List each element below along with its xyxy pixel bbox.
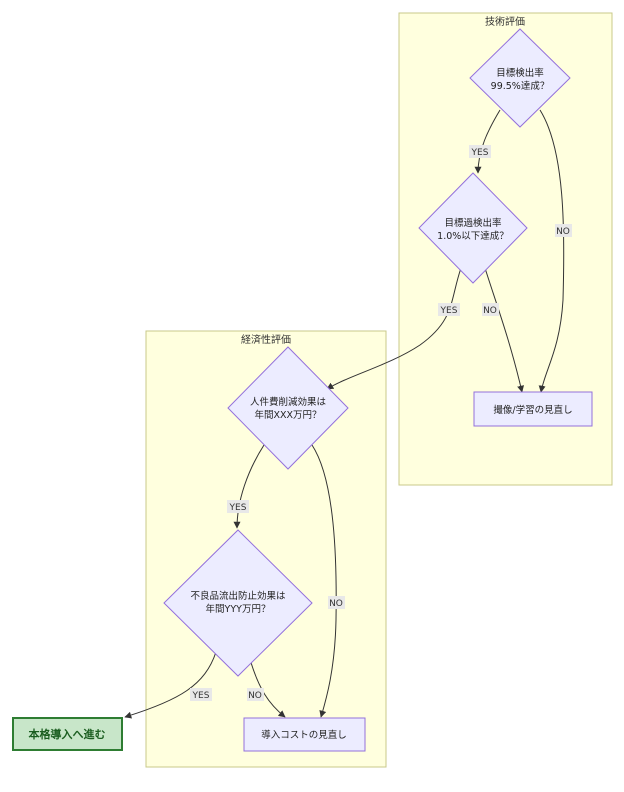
process-review-introduction-cost: 導入コストの見直し xyxy=(243,717,366,752)
edge-defect-to-proceed xyxy=(124,651,217,719)
edge-label-e1: YES xyxy=(469,145,491,158)
edge-detect-to-overdetect xyxy=(474,109,501,174)
svg-text:YES: YES xyxy=(471,148,489,158)
svg-text:本格導入へ進む: 本格導入へ進む xyxy=(29,727,106,741)
svg-text:99.5%達成？: 99.5%達成？ xyxy=(491,80,550,92)
decision-labor-cost-reduction: 人件費削減効果は 年間XXX万円？ xyxy=(227,346,349,470)
svg-text:目標過検出率: 目標過検出率 xyxy=(444,217,502,229)
svg-text:NO: NO xyxy=(248,691,262,701)
svg-text:YES: YES xyxy=(192,691,210,701)
svg-text:NO: NO xyxy=(483,306,497,316)
edge-label-e6: NO xyxy=(328,596,345,609)
svg-text:NO: NO xyxy=(556,227,570,237)
edge-label-e3: YES xyxy=(438,303,460,316)
terminal-proceed-full-introduction: 本格導入へ進む xyxy=(12,717,123,751)
svg-text:YES: YES xyxy=(229,503,247,513)
svg-text:不良品流出防止効果は: 不良品流出防止効果は xyxy=(190,590,286,602)
decision-defect-outflow-prevention: 不良品流出防止効果は 年間YYY万円？ xyxy=(163,529,313,677)
svg-text:YES: YES xyxy=(440,306,458,316)
svg-text:年間YYY万円？: 年間YYY万円？ xyxy=(206,603,271,615)
process-review-imaging-learning: 撮像/学習の見直し xyxy=(473,391,593,427)
edge-overdetect-to-review-imaging xyxy=(484,267,524,393)
cluster-technical-title: 技術評価 xyxy=(485,15,525,28)
decision-over-detection-rate: 目標過検出率 1.0%以下達成？ xyxy=(418,172,528,284)
edge-overdetect-to-labor xyxy=(326,267,462,390)
decision-detection-rate: 目標検出率 99.5%達成？ xyxy=(469,28,571,128)
edge-label-e4: NO xyxy=(482,303,499,316)
edge-label-e8: NO xyxy=(247,688,264,701)
svg-text:年間XXX万円？: 年間XXX万円？ xyxy=(254,409,321,421)
edge-detect-to-review-imaging xyxy=(538,109,565,393)
cluster-economic-title: 経済性評価 xyxy=(241,333,291,346)
svg-text:目標検出率: 目標検出率 xyxy=(496,67,544,79)
svg-text:導入コストの見直し: 導入コストの見直し xyxy=(261,729,347,741)
svg-text:人件費削減効果は: 人件費削減効果は xyxy=(250,396,327,408)
edge-label-e2: NO xyxy=(555,224,572,237)
edge-label-e7: YES xyxy=(190,688,212,701)
svg-text:1.0%以下達成？: 1.0%以下達成？ xyxy=(437,230,509,242)
edge-label-e5: YES xyxy=(227,500,249,513)
svg-text:NO: NO xyxy=(329,599,343,609)
svg-text:撮像/学習の見直し: 撮像/学習の見直し xyxy=(493,404,572,416)
edge-labor-to-defect xyxy=(233,444,265,529)
